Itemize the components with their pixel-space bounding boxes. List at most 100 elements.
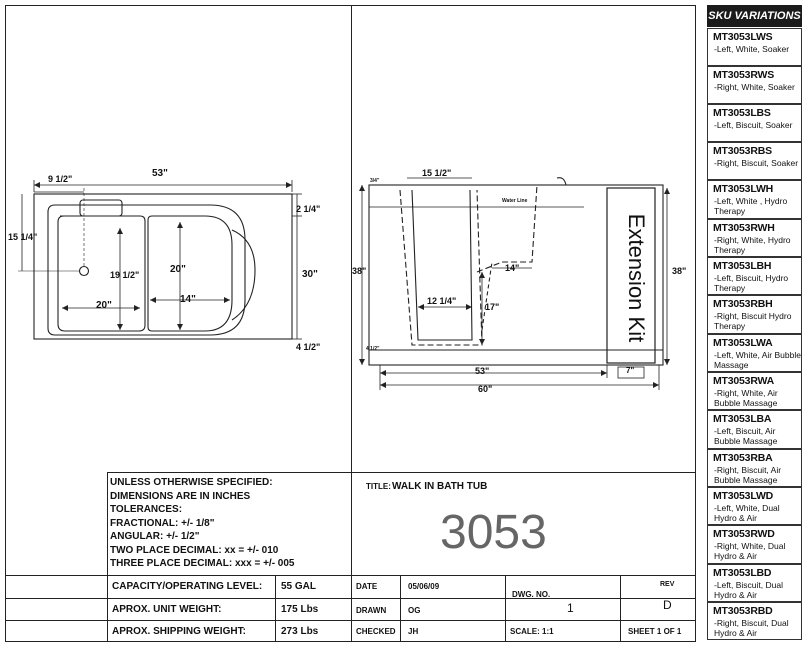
side-dim-15-5: 15 1/2" [422,168,452,178]
note-line: TOLERANCES: [110,504,183,515]
top-dim-4-5: 4 1/2" [296,342,321,352]
sku-code: MT3053RWD [713,528,775,540]
sku-item: MT3053RBH-Right, Biscuit Hydro Therapy [707,295,802,334]
sku-description: -Right, Biscuit, Air Bubble Massage [714,465,782,485]
date-label: DATE [356,582,378,591]
sku-code: MT3053LBH [713,260,772,272]
top-dim-53: 53" [152,168,168,179]
sku-code: MT3053RBS [713,145,772,157]
sku-description: -Right, Biscuit, Soaker [714,158,799,168]
notes-block: UNLESS OTHERWISE SPECIFIED: DIMENSIONS A… [110,476,295,571]
ship-weight-label: APROX. SHIPPING WEIGHT: [112,626,246,637]
note-line: THREE PLACE DECIMAL: xxx = +/- 005 [110,558,295,569]
sku-item: MT3053LBD-Left, Biscuit, Dual Hydro & Ai… [707,564,802,602]
unit-weight-label: APROX. UNIT WEIGHT: [112,604,222,615]
side-dim-12-25: 12 1/4" [427,296,457,306]
sku-description: -Right, White, Dual Hydro & Air [714,541,786,561]
sku-description: -Left, White , Hydro Therapy [714,196,788,216]
sku-code: MT3053LWD [713,490,774,502]
sku-item: MT3053RWD-Right, White, Dual Hydro & Air [707,525,802,564]
drawn-label: DRAWN [356,606,387,615]
sku-description: -Left, White, Air Bubble Massage [714,350,801,370]
side-dim-53: 53" [475,366,490,376]
side-dim-4-5: 4 1/2" [366,346,380,352]
unit-weight-value: 175 Lbs [281,604,319,615]
sku-code: MT3053LWA [713,337,773,349]
top-dim-2-25: 2 1/4" [296,204,321,214]
rev-value: D [663,598,672,612]
top-dim-9-5: 9 1/2" [48,174,73,184]
sku-code: MT3053LWH [713,183,774,195]
sku-code: MT3053LBD [713,567,772,579]
title-label: TITLE: [366,482,391,491]
side-dim-14: 14" [505,263,520,273]
title-value: WALK IN BATH TUB [392,481,488,492]
sku-item: MT3053RBS-Right, Biscuit, Soaker [707,142,802,180]
sku-item: MT3053RWS-Right, White, Soaker [707,66,802,104]
sku-code: MT3053LBS [713,107,771,119]
checked-value: JH [408,627,419,636]
date-value: 05/06/09 [408,582,440,591]
sku-description: -Left, White, Dual Hydro & Air [714,503,780,523]
capacity-label: CAPACITY/OPERATING LEVEL: [112,581,263,592]
sku-item: MT3053LBH-Left, Biscuit, Hydro Therapy [707,257,802,295]
scale-text: SCALE: 1:1 [510,627,554,636]
sku-code: MT3053RWA [713,375,775,387]
side-dim-3-4: 3/4" [370,178,380,184]
sku-item: MT3053RWH-Right, White, Hydro Therapy [707,219,802,257]
sku-description: -Right, White, Air Bubble Massage [714,388,778,408]
sku-item: MT3053LBS-Left, Biscuit, Soaker [707,104,802,142]
water-line-label: Water Line [502,198,528,204]
sku-description: -Right, Biscuit Hydro Therapy [714,311,792,331]
sku-item: MT3053LWH-Left, White , Hydro Therapy [707,180,802,219]
sku-item: MT3053LWD-Left, White, Dual Hydro & Air [707,487,802,525]
model-number: 3053 [440,506,547,559]
top-view-drawing [18,180,302,340]
side-view-drawing [359,177,670,390]
sku-description: -Left, Biscuit, Dual Hydro & Air [714,580,783,600]
note-line: ANGULAR: +/- 1/2" [110,531,200,542]
ship-weight-value: 273 Lbs [281,626,319,637]
sku-variations-header: SKU VARIATIONS [707,5,802,27]
side-dim-38-right: 38" [672,266,687,276]
top-dim-15-25: 15 1/4" [8,232,38,242]
sku-code: MT3053RBD [713,605,773,617]
extension-kit-label: Extension Kit [624,213,650,343]
sku-code: MT3053LWS [713,31,773,43]
sku-code: MT3053RBA [713,452,773,464]
sku-item: MT3053LWA-Left, White, Air Bubble Massag… [707,334,802,372]
sku-item: MT3053RBD-Right, Biscuit, Dual Hydro & A… [707,602,802,640]
top-dim-20-inner: 20" [170,264,186,275]
sku-code: MT3053RWH [713,222,775,234]
sku-description: -Right, White, Hydro Therapy [714,235,791,255]
top-dim-20-bottom: 20" [96,300,112,311]
sku-description: -Left, White, Soaker [714,44,790,54]
top-dim-19-5: 19 1/2" [110,270,140,280]
note-line: TWO PLACE DECIMAL: xx = +/- 010 [110,544,279,556]
drawn-value: OG [408,606,421,615]
top-dim-14: 14" [180,294,196,305]
rev-label: REV [660,581,675,588]
sku-description: -Right, White, Soaker [714,82,795,92]
capacity-value: 55 GAL [281,581,317,592]
sku-code: MT3053RBH [713,298,773,310]
sku-description: -Left, Biscuit, Air Bubble Massage [714,426,778,446]
sku-description: -Left, Biscuit, Hydro Therapy [714,273,789,293]
sku-code: MT3053LBA [713,413,772,425]
checked-label: CHECKED [356,627,396,636]
side-dim-60: 60" [478,384,493,394]
sku-description: -Right, Biscuit, Dual Hydro & Air [714,618,789,638]
side-dim-7: 7" [626,366,635,375]
sku-code: MT3053RWS [713,69,775,81]
sku-item: MT3053RBA-Right, Biscuit, Air Bubble Mas… [707,449,802,487]
sheet-text: SHEET 1 OF 1 [628,627,682,636]
sku-item: MT3053RWA-Right, White, Air Bubble Massa… [707,372,802,410]
note-line: DIMENSIONS ARE IN INCHES [110,490,251,502]
dwg-label: DWG. NO. [512,590,551,599]
sku-description: -Left, Biscuit, Soaker [714,120,793,130]
dwg-value: 1 [567,601,574,615]
sku-item: MT3053LWS-Left, White, Soaker [707,28,802,66]
side-dim-38-left: 38" [352,266,367,276]
side-dim-17: 17" [485,302,500,312]
note-line: UNLESS OTHERWISE SPECIFIED: [110,477,273,488]
